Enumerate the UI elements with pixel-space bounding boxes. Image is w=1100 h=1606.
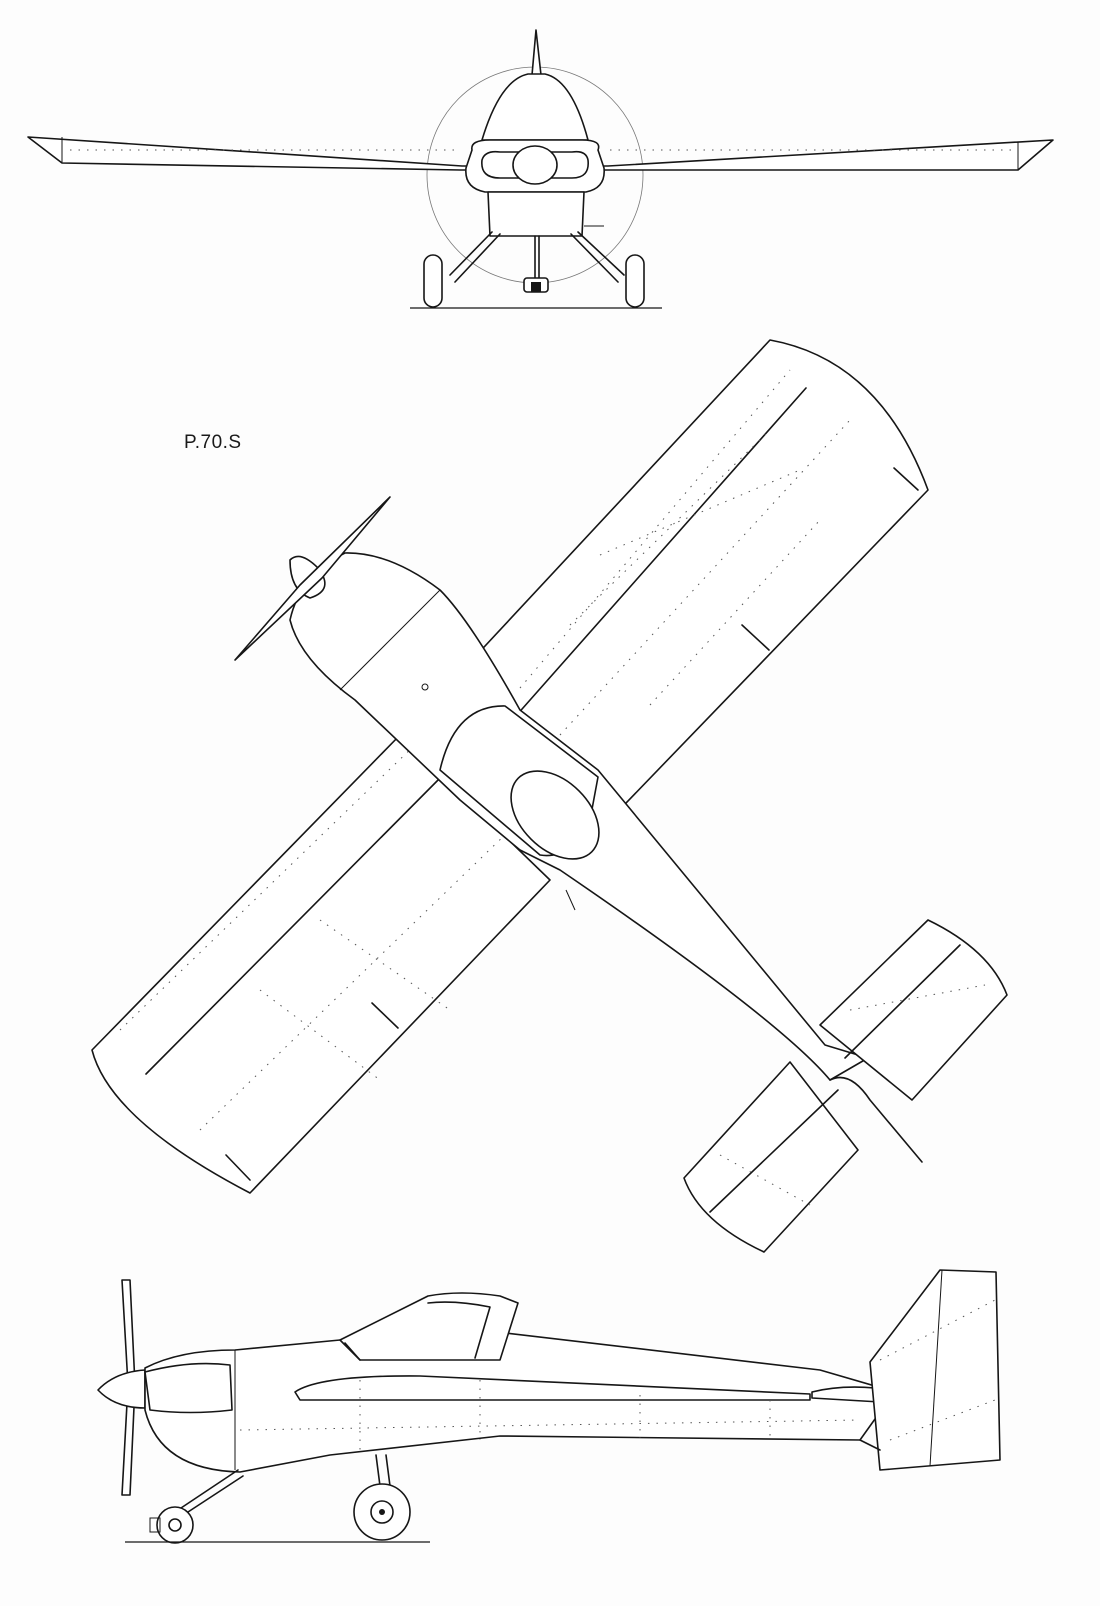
plan-seat-opening — [510, 770, 600, 860]
side-canopy — [339, 1292, 519, 1361]
plan-fin — [829, 1076, 923, 1163]
plan-propeller — [234, 496, 391, 661]
side-spinner — [97, 1369, 146, 1409]
plan-right-wing — [471, 339, 929, 831]
plan-right-tailplane — [819, 919, 1008, 1101]
front-view — [27, 29, 1054, 309]
side-cowling — [144, 1362, 233, 1414]
plan-left-tailplane — [683, 1061, 859, 1253]
plan-left-wing — [91, 734, 551, 1194]
side-wing — [294, 1375, 811, 1401]
plan-view — [91, 339, 1008, 1253]
front-left-wheel — [423, 254, 443, 308]
front-canopy — [481, 73, 589, 141]
aircraft-designation: P.70.S — [184, 432, 242, 453]
side-fuselage — [144, 1329, 936, 1473]
front-right-wheel — [625, 254, 645, 308]
side-fin — [869, 1269, 1001, 1471]
spinner-front — [512, 145, 558, 185]
